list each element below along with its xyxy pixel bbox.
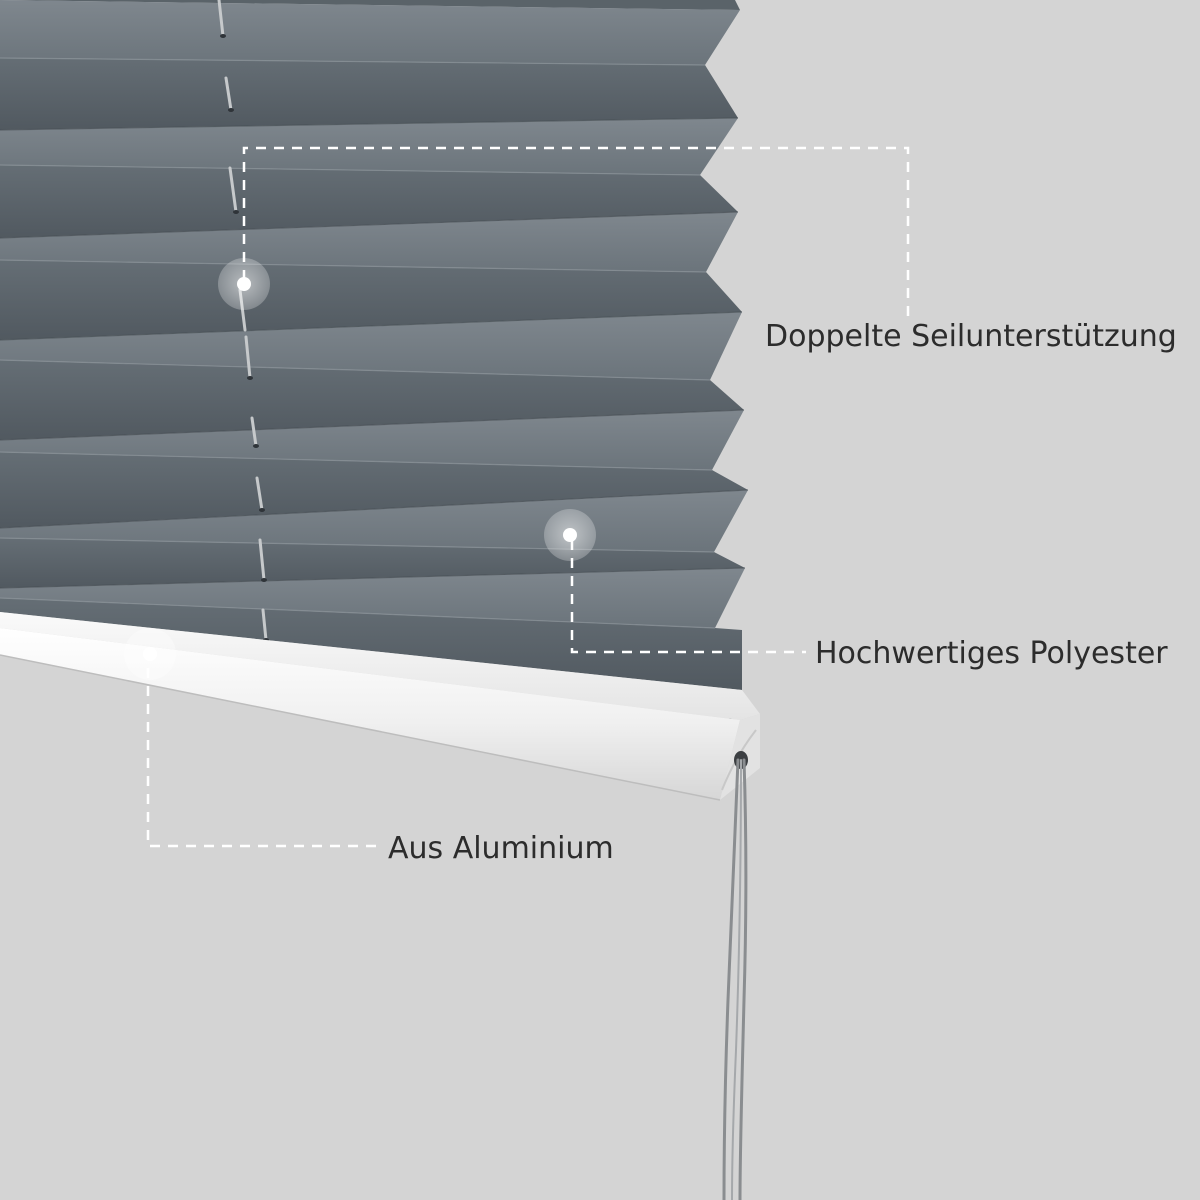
pull-cord	[722, 758, 748, 1200]
callout-lines	[146, 146, 910, 848]
pleat	[0, 58, 738, 130]
pleat	[0, 598, 742, 690]
pleat	[0, 212, 738, 272]
pleat	[0, 165, 738, 238]
rail-face	[0, 628, 740, 800]
callout-line-fabric	[570, 540, 806, 654]
callout-line-rail	[146, 650, 378, 848]
pleat	[0, 312, 742, 380]
pleat	[0, 0, 740, 65]
callout-label-cord-support: Doppelte Seilunterstützung	[765, 319, 1177, 354]
pleat	[0, 360, 744, 440]
pleat	[0, 452, 748, 528]
pleated-fabric	[0, 0, 749, 720]
pleat	[0, 410, 744, 470]
rail-top	[0, 612, 760, 720]
aluminium-bottom-rail	[0, 612, 760, 801]
callout-marker-fabric	[544, 509, 596, 561]
callout-marker-cord	[218, 258, 270, 310]
callout-label-rail: Aus Aluminium	[388, 831, 614, 866]
callout-label-fabric: Hochwertiges Polyester	[815, 636, 1168, 671]
callout-marker-rail	[124, 628, 176, 680]
pleat	[0, 118, 738, 175]
pleat	[0, 260, 742, 340]
